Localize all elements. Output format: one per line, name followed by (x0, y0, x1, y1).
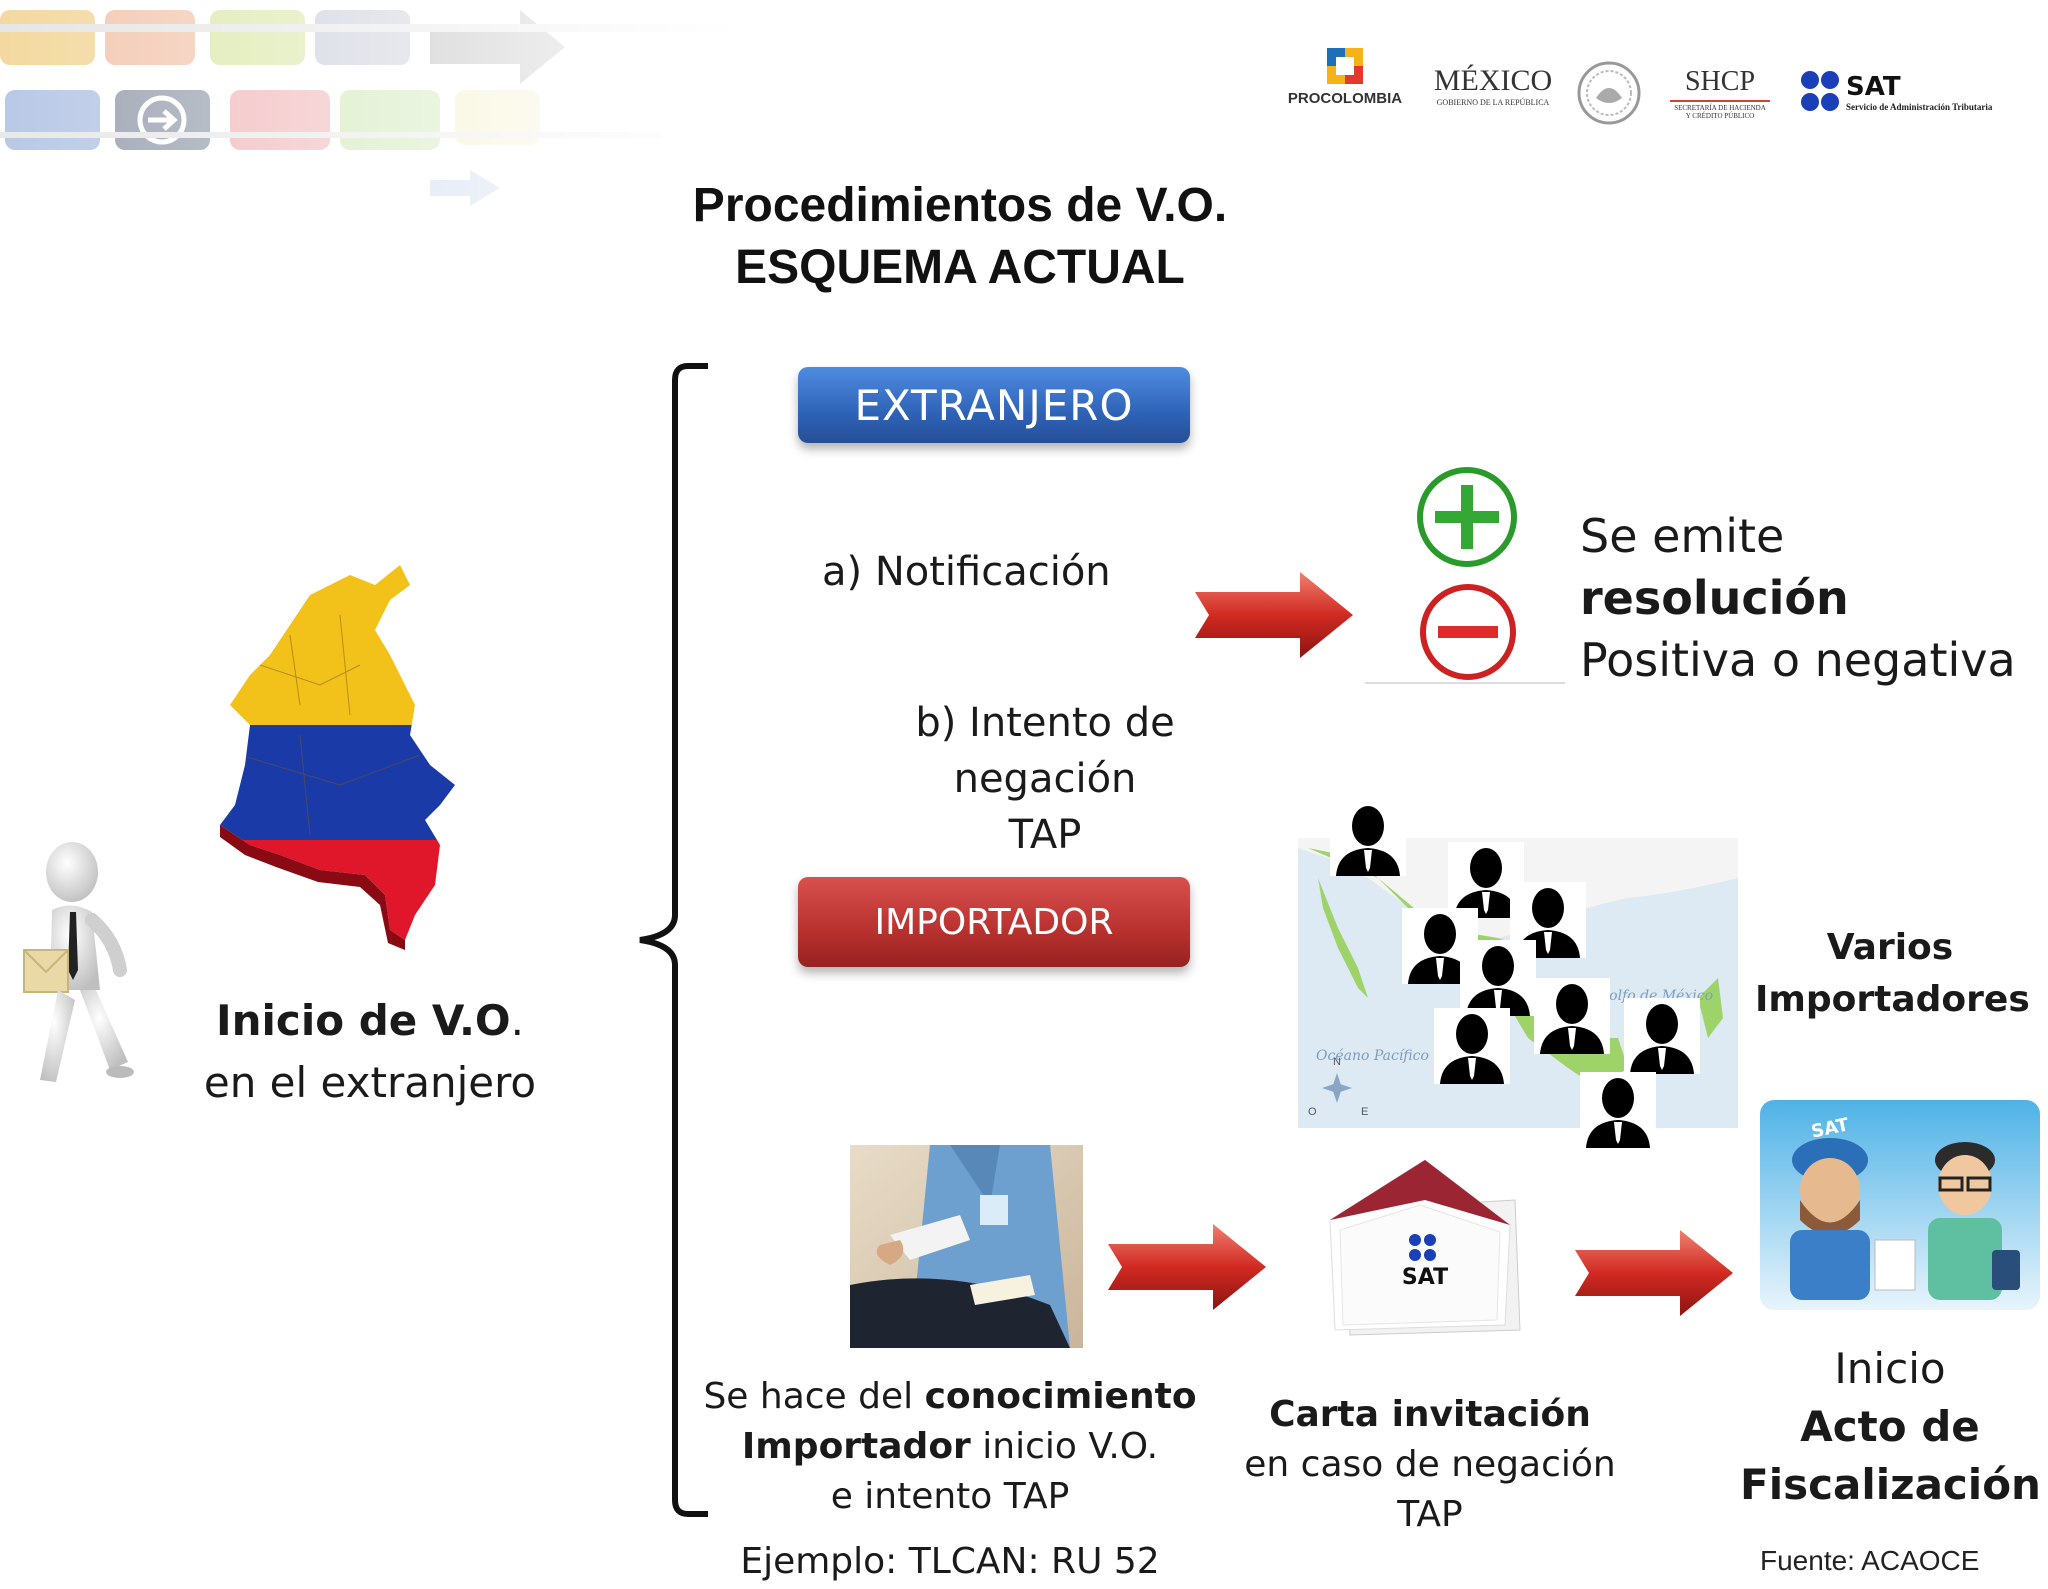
map-pacific-label: Océano Pacífico (1316, 1048, 1429, 1064)
importer-person-icon (1460, 940, 1536, 1016)
logo-procolombia: PROCOLOMBIA (1270, 46, 1420, 126)
conoc-line2-rest: inicio V.O. (970, 1426, 1159, 1467)
red-arrow-icon (1195, 572, 1353, 658)
varios-importadores-label: Varios Importadores (1755, 922, 2030, 1026)
walking-man-icon (23, 842, 134, 1082)
title-line-1: Procedimientos de V.O. (692, 179, 1228, 232)
acto-bold2: Fiscalización (1740, 1460, 2041, 1509)
resultado-bold: resolución (1580, 571, 1849, 625)
varios-line2: Importadores (1755, 979, 2030, 1020)
sat-dots-icon (1801, 71, 1839, 111)
importers-group (1330, 800, 1700, 1148)
importer-person-icon (1624, 998, 1700, 1074)
logo-mexico: MÉXICO GOBIERNO DE LA REPÚBLICA (1418, 64, 1568, 107)
procolombia-icon (1327, 48, 1363, 84)
conoc-pre: Se hace del (703, 1376, 925, 1417)
acto-inicio: Inicio (1834, 1344, 1946, 1393)
sat-label: SAT (1846, 72, 1901, 102)
page-title: Procedimientos de V.O. ESQUEMA ACTUAL (560, 175, 1360, 299)
red-arrow-icon (1575, 1230, 1733, 1316)
carta-invitacion-text: Carta invitación en caso de negación TAP (1230, 1390, 1630, 1540)
shcp-label: SHCP (1684, 66, 1756, 97)
item-notificacion: a) Notificación (822, 549, 1111, 595)
extranjero-button[interactable]: EXTRANJERO (798, 367, 1190, 443)
logo-shcp: SHCP SECRETARÍA DE HACIENDA Y CRÉDITO PÚ… (1660, 66, 1780, 120)
title-line-2: ESQUEMA ACTUAL (735, 241, 1185, 294)
importer-person-icon (1434, 1008, 1510, 1084)
logo-sat: SAT Servicio de Administración Tributari… (1800, 70, 2030, 120)
mail-carrier-photo (850, 1145, 1083, 1348)
inicio-vo-dot: . (510, 996, 524, 1045)
intento-line1: b) Intento de negación (915, 700, 1175, 802)
carta-line3: TAP (1397, 1494, 1463, 1535)
importador-button[interactable]: IMPORTADOR (798, 877, 1190, 967)
result-underline (1365, 682, 1565, 684)
colombia-flag-map-icon (220, 565, 455, 950)
minus-icon (1420, 584, 1516, 680)
compass-icon (1322, 1073, 1352, 1103)
conocimiento-text: Se hace del conocimiento Importador inic… (700, 1372, 1200, 1522)
acto-fiscalizacion-text: Inicio Acto de Fiscalización (1740, 1340, 2041, 1514)
compass-o: O (1308, 1106, 1317, 1118)
shcp-sublabel-1: SECRETARÍA DE HACIENDA (1674, 104, 1766, 112)
curly-brace (639, 363, 708, 1517)
resultado-pre: Se emite (1580, 509, 1785, 563)
resultado-line2: Positiva o negativa (1580, 633, 2016, 687)
intento-line2: TAP (1008, 812, 1082, 858)
fuente-label: Fuente: ACAOCE (1760, 1545, 1980, 1576)
extranjero-label: EXTRANJERO (854, 380, 1134, 430)
shcp-sublabel-2: Y CRÉDITO PÚBLICO (1685, 112, 1755, 120)
mexico-label: MÉXICO (1433, 64, 1553, 97)
sat-sublabel: Servicio de Administración Tributaria (1846, 102, 1993, 112)
envelope-sat-label: SAT (1401, 1265, 1449, 1290)
inicio-vo-label: Inicio de V.O. en el extranjero (170, 990, 570, 1114)
mexico-seal-icon (1577, 61, 1641, 125)
importador-label: IMPORTADOR (874, 901, 1114, 943)
compass-e: E (1361, 1106, 1369, 1118)
conoc-line2-bold: Importador (741, 1426, 971, 1467)
item-intento-negacion: b) Intento de negación TAP (820, 695, 1270, 863)
importer-person-icon (1330, 800, 1406, 876)
importer-person-icon (1534, 978, 1610, 1054)
ejemplo-text: Ejemplo: TLCAN: RU 52 (740, 1541, 1160, 1582)
compass-n: N (1333, 1056, 1341, 1068)
plus-icon (1417, 467, 1517, 567)
sat-envelope-icon (1329, 1160, 1521, 1336)
conoc-line3: e intento TAP (830, 1476, 1070, 1517)
sat-officers-illustration (1760, 1100, 2040, 1310)
red-arrow-icon (1108, 1224, 1266, 1310)
importer-person-icon (1580, 1072, 1656, 1148)
carta-bold: Carta invitación (1269, 1394, 1591, 1435)
inicio-vo-bold: Inicio de V.O (216, 996, 511, 1045)
conoc-bold: conocimiento (924, 1376, 1197, 1417)
mexico-sublabel: GOBIERNO DE LA REPÚBLICA (1436, 98, 1550, 107)
acto-bold1: Acto de (1800, 1402, 1980, 1451)
procolombia-label: PROCOLOMBIA (1287, 90, 1403, 107)
varios-line1: Varios (1826, 927, 1954, 968)
resultado-text: Se emite resolución Positiva o negativa (1580, 505, 2048, 691)
inicio-vo-line2: en el extranjero (203, 1058, 537, 1107)
decorative-banner (0, 0, 740, 220)
carta-line2: en caso de negación (1244, 1444, 1616, 1485)
